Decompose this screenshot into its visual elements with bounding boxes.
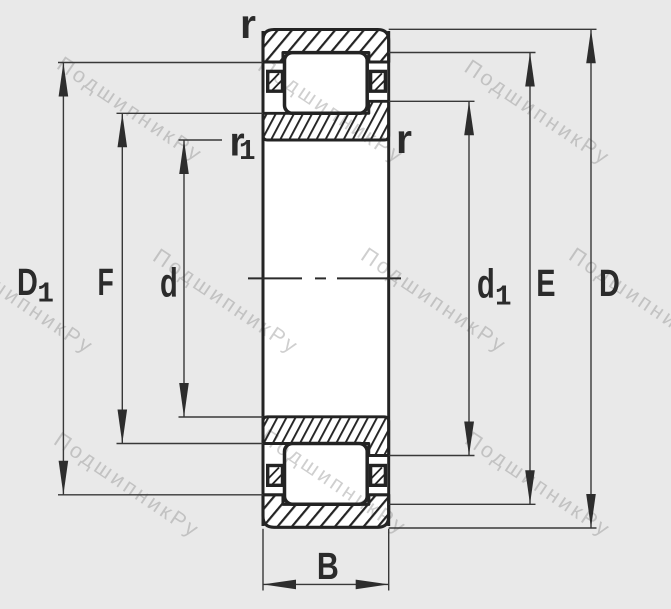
svg-text:1: 1 bbox=[495, 281, 512, 314]
svg-text:E: E bbox=[536, 262, 555, 305]
svg-text:D: D bbox=[599, 262, 620, 305]
svg-text:d: d bbox=[160, 260, 178, 306]
svg-text:1: 1 bbox=[239, 136, 256, 169]
svg-text:r: r bbox=[240, 1, 256, 47]
svg-text:B: B bbox=[317, 546, 339, 588]
svg-text:D: D bbox=[17, 261, 38, 304]
svg-text:r: r bbox=[396, 116, 412, 162]
svg-text:r: r bbox=[230, 120, 245, 165]
svg-text:F: F bbox=[98, 260, 114, 303]
svg-text:d: d bbox=[477, 260, 495, 306]
svg-text:1: 1 bbox=[37, 278, 54, 311]
